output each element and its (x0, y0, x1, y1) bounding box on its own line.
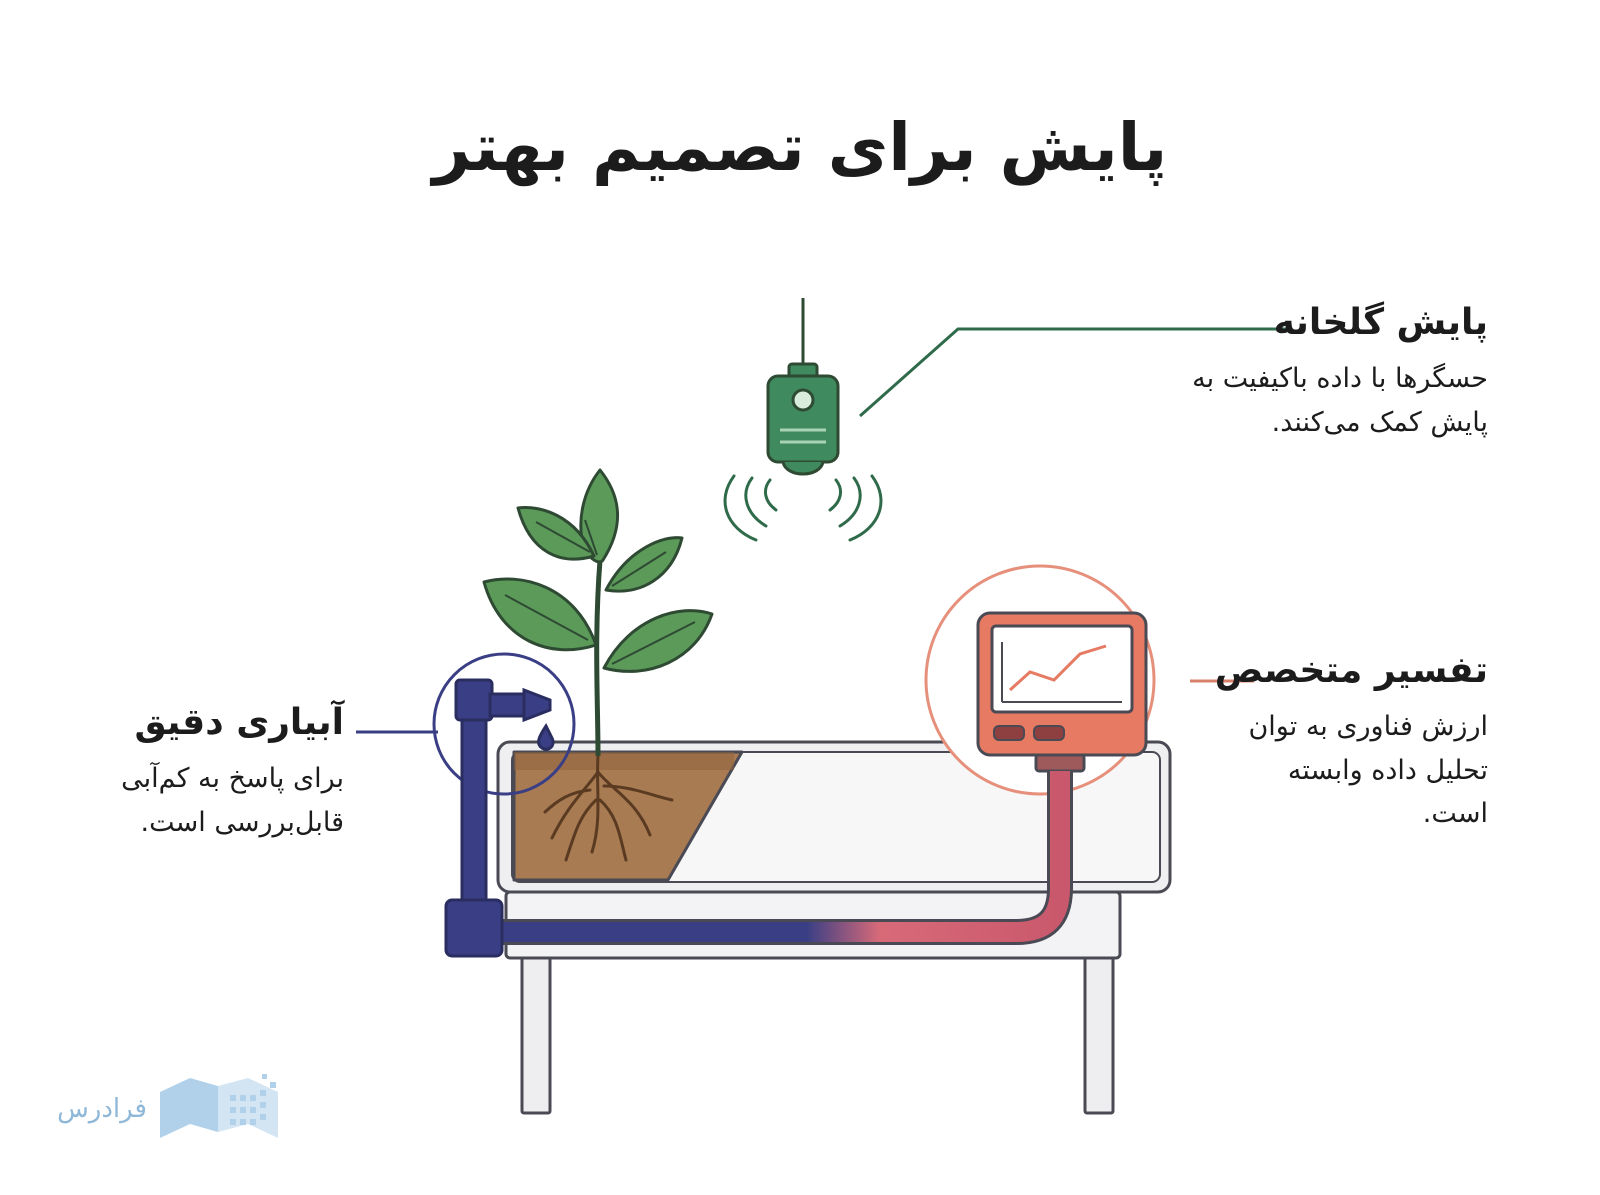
plant-roots (543, 753, 674, 862)
callout-expert-interpretation: تفسیر متخصص ارزش فناوری به توان تحلیل دا… (1198, 648, 1488, 836)
leaf-top (579, 468, 620, 564)
plant (482, 468, 714, 757)
callout-line: قابل‌بررسی است. (140, 806, 344, 838)
callout-heading: تفسیر متخصص (1214, 650, 1488, 691)
callout-line: حسگرها با داده باکیفیت به (1192, 362, 1488, 394)
sensor-lens (791, 388, 815, 412)
callout-body: برای پاسخ به کم‌آبی قابل‌بررسی است. (72, 757, 344, 844)
callout-line: ارزش فناوری به توان (1248, 710, 1488, 742)
irrigation-system (444, 678, 555, 958)
logo-book-icon (160, 1074, 278, 1138)
irrigation-highlight-circle (432, 652, 576, 796)
sensor-device (766, 298, 840, 476)
monitor-trend-line (1008, 644, 1107, 692)
monitor-button-right (1033, 725, 1065, 741)
callout-line: پایش کمک می‌کنند. (1271, 406, 1488, 438)
callout-heading: آبیاری دقیق (134, 702, 344, 743)
logo-text: فرادرس (57, 1094, 147, 1124)
data-monitor (976, 611, 1148, 773)
callout-body: ارزش فناوری به توان تحلیل داده وابسته اس… (1198, 705, 1488, 836)
water-drop-icon (537, 723, 555, 751)
callout-line: است. (1422, 798, 1488, 830)
monitor-button-left (993, 725, 1025, 741)
table-leg-left (520, 953, 552, 1115)
page-title: پایش برای تصمیم بهتر (432, 109, 1168, 186)
table-leg-right (1083, 953, 1115, 1115)
callout-line: برای پاسخ به کم‌آبی (121, 762, 344, 794)
callout-line: تحلیل داده وابسته (1287, 754, 1488, 786)
callout-heading: پایش گلخانه (1273, 302, 1488, 343)
connector-line-monitoring (859, 327, 1292, 418)
callout-body: حسگرها با داده باکیفیت به پایش کمک می‌کن… (1128, 357, 1488, 444)
signal-waves-icon (723, 474, 883, 542)
callout-precise-irrigation: آبیاری دقیق برای پاسخ به کم‌آبی قابل‌برر… (72, 700, 344, 844)
callout-greenhouse-monitoring: پایش گلخانه حسگرها با داده باکیفیت به پا… (1128, 300, 1488, 444)
